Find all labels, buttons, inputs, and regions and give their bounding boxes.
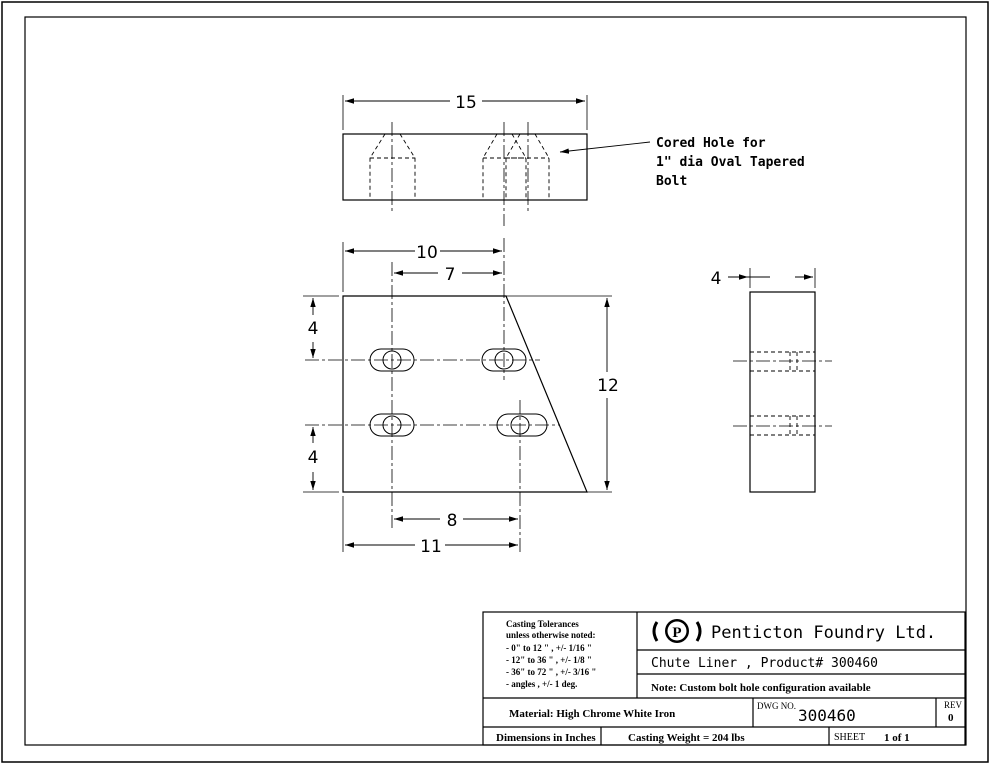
dwg-no-value: 300460 — [798, 706, 856, 725]
logo-letter: P — [672, 625, 681, 641]
cored-hole-note-line2: 1" dia Oval Tapered — [656, 155, 805, 170]
foundry-logo: P — [652, 619, 702, 643]
dim-11-label: 11 — [420, 537, 442, 557]
tolerance-heading-2: unless otherwise noted: — [506, 630, 596, 640]
tolerance-row: - angles , +/- 1 deg. — [506, 679, 577, 689]
dim-12-label: 12 — [597, 376, 619, 396]
company-name: Penticton Foundry Ltd. — [711, 623, 936, 643]
dim-10-label: 10 — [416, 243, 438, 263]
tolerance-row: - 12" to 36 " , +/- 1/8 " — [506, 655, 592, 665]
dwg-no-label: DWG NO. — [757, 701, 796, 711]
configuration-note: Note: Custom bolt hole configuration ava… — [651, 682, 871, 694]
casting-weight: Casting Weight = 204 lbs — [628, 732, 745, 744]
cored-hole-note-line3: Bolt — [656, 174, 687, 189]
side-view — [728, 268, 832, 493]
title-block — [482, 611, 966, 746]
sheet-label: SHEET — [834, 732, 865, 743]
rev-label: REV — [944, 700, 963, 710]
front-view — [303, 238, 612, 552]
cored-hole-note-line1: Cored Hole for — [656, 136, 766, 151]
part-description: Chute Liner , Product# 300460 — [651, 656, 878, 671]
dim-15-label: 15 — [455, 93, 477, 113]
dim-4-upper-label: 4 — [308, 319, 319, 339]
rev-value: 0 — [948, 712, 954, 724]
tolerance-row: - 0" to 12 " , +/- 1/16 " — [506, 643, 592, 653]
units-note: Dimensions in Inches — [496, 732, 596, 744]
tolerance-heading-1: Casting Tolerances — [506, 619, 579, 629]
material-spec: Material: High Chrome White Iron — [509, 708, 675, 720]
top-view — [342, 95, 651, 226]
tolerance-row: - 36" to 72 " , +/- 3/16 " — [506, 667, 596, 677]
dim-7-label: 7 — [445, 265, 456, 285]
dim-4-lower-label: 4 — [308, 448, 319, 468]
sheet-value: 1 of 1 — [884, 732, 910, 744]
dim-side-4-label: 4 — [711, 269, 722, 289]
dim-8-label: 8 — [447, 511, 458, 531]
